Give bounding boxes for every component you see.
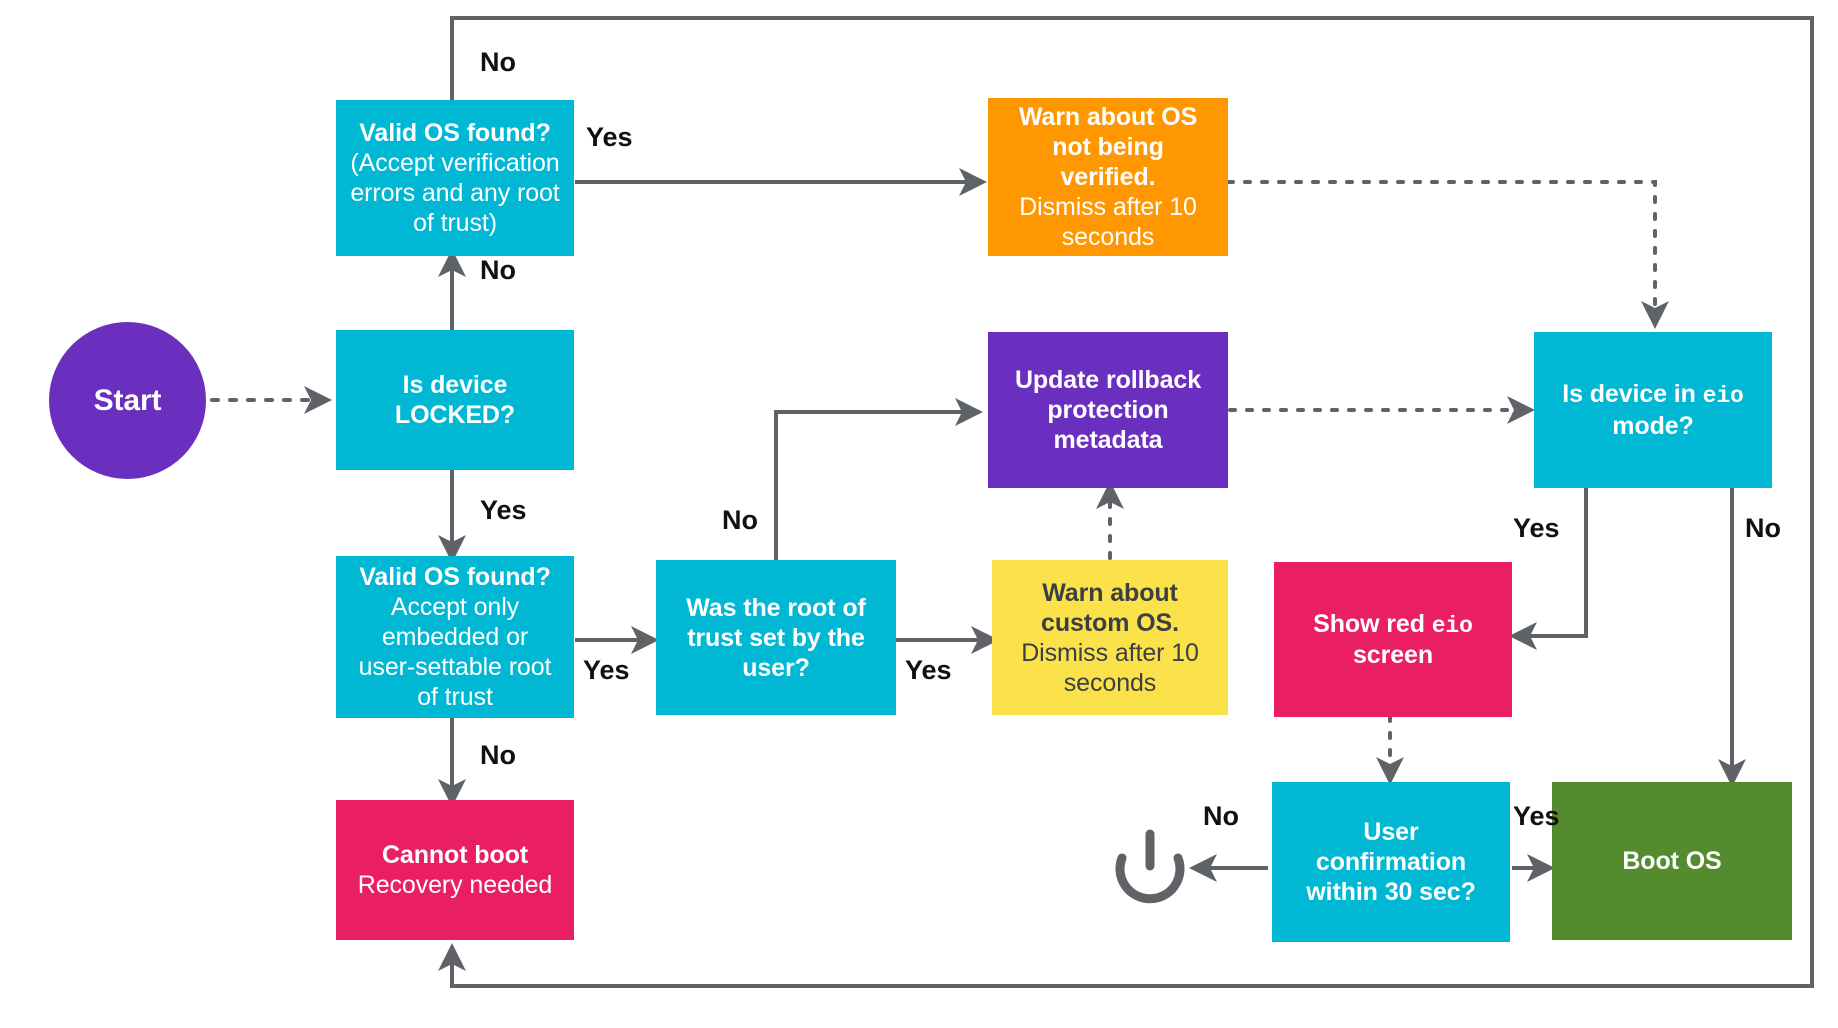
node-warn-not-verified-title1: Warn about OS (1018, 103, 1198, 131)
node-warn-custom-os-title2: custom OS. (1041, 608, 1179, 637)
node-warn-not-verified-title3: verified. (1060, 163, 1156, 191)
node-valid-os-locked-title: Valid OS found? (359, 563, 551, 591)
node-cannot-boot-sub: Recovery needed (357, 871, 553, 899)
node-show-red-eio[interactable]: Show red eio screen (1274, 562, 1512, 717)
node-valid-os-locked-sub1: Accept only (390, 593, 520, 621)
node-is-device-eio-line2: mode? (1612, 411, 1694, 440)
node-valid-os-locked-sub2: embedded or (381, 623, 529, 651)
node-user-confirmation-line3: within 30 sec? (1306, 878, 1476, 906)
node-valid-os-unlocked[interactable]: Valid OS found? (Accept verification err… (336, 100, 574, 256)
node-update-rollback-line1: Update rollback (1014, 366, 1202, 394)
node-valid-os-locked[interactable]: Valid OS found? Accept only embedded or … (336, 556, 574, 718)
node-warn-not-verified[interactable]: Warn about OS not being verified. Dismis… (988, 98, 1228, 256)
edge-valid-unlocked-no-top-loop (438, 16, 1814, 988)
node-valid-os-locked-sub4: of trust (417, 683, 493, 711)
edge-label-no-locked-to-valid: No (480, 255, 516, 285)
node-show-red-eio-prefix: Show red (1313, 609, 1432, 638)
node-warn-custom-os-sub1: Dismiss after 10 (1021, 638, 1199, 667)
node-valid-os-unlocked-sub2: errors and any root (350, 179, 560, 207)
node-valid-os-unlocked-sub1: (Accept verification (350, 149, 560, 177)
node-warn-custom-os[interactable]: Warn about custom OS. Dismiss after 10 s… (992, 560, 1228, 715)
node-is-device-eio-mono: eio (1702, 383, 1744, 410)
node-cannot-boot[interactable]: Cannot boot Recovery needed (336, 800, 574, 940)
edge-label-no-user-confirmation: No (1203, 801, 1239, 831)
node-root-of-trust-line1: Was the root of (686, 593, 866, 622)
edge-warn-to-eio (1226, 180, 1669, 329)
node-start-label: Start (93, 383, 162, 417)
node-start[interactable]: Start (49, 322, 206, 479)
node-is-device-eio-line1: Is device in eio (1562, 379, 1744, 411)
node-warn-not-verified-sub2: seconds (1061, 223, 1155, 251)
node-warn-not-verified-sub1: Dismiss after 10 (1019, 193, 1197, 221)
node-valid-os-unlocked-sub3: of trust) (413, 209, 497, 237)
edge-label-yes-eio-to-red-screen: Yes (1513, 513, 1560, 543)
node-user-confirmation-line1: User (1363, 818, 1419, 846)
node-valid-os-locked-sub3: user-settable root (358, 653, 552, 681)
node-boot-os-label: Boot OS (1622, 847, 1722, 875)
edge-label-yes-user-confirmation: Yes (1513, 801, 1560, 831)
node-warn-custom-os-title1: Warn about (1042, 578, 1178, 607)
edge-label-no-rot-to-rollback: No (722, 505, 758, 535)
node-boot-os[interactable]: Boot OS (1552, 782, 1792, 940)
node-is-device-locked-line2: LOCKED? (394, 401, 516, 429)
node-cannot-boot-title: Cannot boot (381, 841, 529, 869)
node-show-red-eio-line1: Show red eio (1313, 609, 1473, 641)
edge-label-yes-unlocked-warn: Yes (586, 122, 633, 152)
node-update-rollback-line2: protection (1047, 396, 1169, 424)
node-root-of-trust-line3: user? (742, 653, 810, 682)
node-root-of-trust-line2: trust set by the (687, 623, 865, 652)
node-show-red-eio-line2: screen (1352, 641, 1433, 670)
edge-label-yes-locked-valid: Yes (480, 495, 527, 525)
edge-label-yes-valid-to-rot: Yes (583, 655, 630, 685)
node-root-of-trust[interactable]: Was the root of trust set by the user? (656, 560, 896, 715)
edge-eio-yes-to-red-screen (1509, 488, 1588, 650)
node-is-device-eio[interactable]: Is device in eio mode? (1534, 332, 1772, 488)
node-user-confirmation[interactable]: User confirmation within 30 sec? (1272, 782, 1510, 942)
edge-label-no-eio-to-boot: No (1745, 513, 1781, 543)
edge-label-no-top-loop: No (480, 47, 516, 77)
edge-label-no-valid-to-cannot-boot: No (480, 740, 516, 770)
power-off-icon (1115, 829, 1185, 904)
node-show-red-eio-mono: eio (1431, 612, 1473, 639)
node-valid-os-unlocked-title: Valid OS found? (359, 119, 551, 147)
node-is-device-locked[interactable]: Is device LOCKED? (336, 330, 574, 470)
node-user-confirmation-line2: confirmation (1315, 848, 1467, 876)
node-warn-custom-os-sub2: seconds (1063, 668, 1157, 697)
node-update-rollback[interactable]: Update rollback protection metadata (988, 332, 1228, 488)
edge-label-yes-rot-to-warn-custom: Yes (905, 655, 952, 685)
node-is-device-locked-line1: Is device (402, 371, 508, 399)
node-update-rollback-line3: metadata (1053, 426, 1163, 454)
node-warn-not-verified-title2: not being (1052, 133, 1164, 161)
node-is-device-eio-prefix: Is device in (1562, 380, 1703, 409)
edge-rot-no-to-rollback (774, 398, 983, 568)
